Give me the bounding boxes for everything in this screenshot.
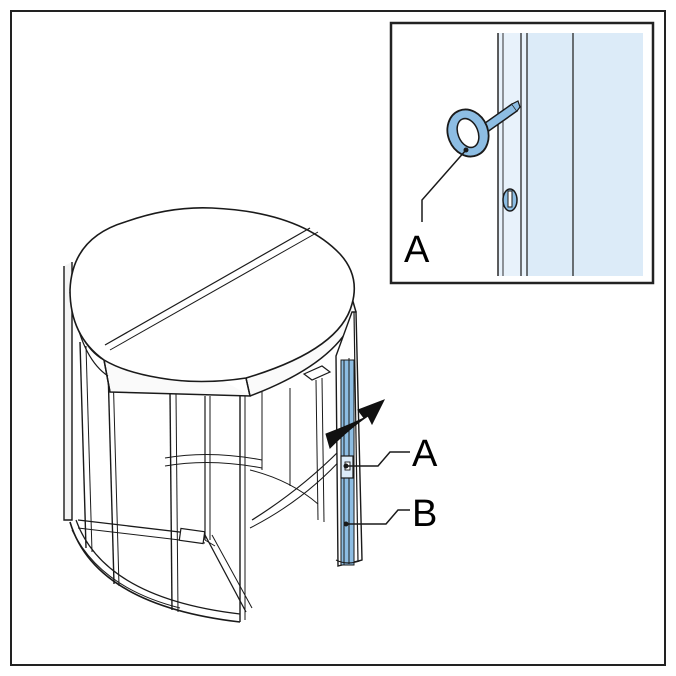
left-wall	[63, 262, 73, 521]
callout-b: B	[343, 493, 437, 535]
callout-a: A	[343, 433, 438, 475]
callout-label-b: B	[412, 493, 437, 535]
lock-cylinder-icon	[502, 188, 518, 212]
inset-glass-panel	[527, 33, 643, 276]
inset-leader-line	[421, 149, 467, 222]
revolving-door	[63, 206, 363, 623]
emergency-release-key-icon	[446, 100, 521, 158]
detail-inset: A	[389, 21, 655, 285]
inset-door-profile	[498, 33, 527, 276]
curved-arrow-icon	[325, 399, 386, 449]
inset-label-a: A	[404, 229, 430, 271]
callout-label-a: A	[412, 433, 438, 475]
